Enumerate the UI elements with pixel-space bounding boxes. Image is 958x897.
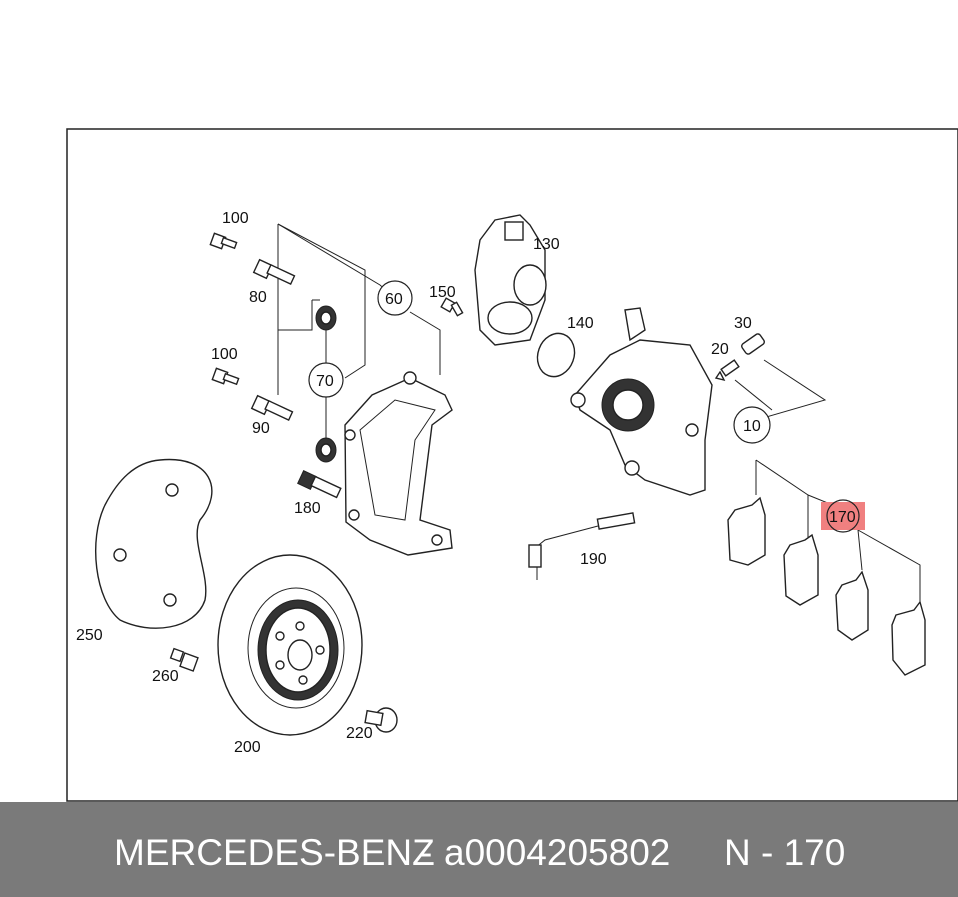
caliper-housing	[570, 307, 713, 496]
label-130: 130	[533, 236, 560, 253]
label-250: 250	[76, 627, 103, 644]
bushing-70-top	[315, 305, 337, 331]
label-190: 190	[580, 551, 607, 568]
bolt-90	[250, 394, 294, 421]
label-60: 60	[385, 291, 403, 308]
callout-circle-170	[826, 499, 860, 533]
bolt-150	[440, 297, 464, 317]
dust-cap	[741, 333, 765, 355]
caption-separator: -	[420, 832, 433, 873]
label-260: 260	[152, 668, 179, 685]
brake-pads	[727, 496, 926, 676]
bolt-100-mid	[211, 367, 240, 386]
label-10: 10	[743, 418, 761, 435]
wear-sensor	[528, 512, 636, 580]
callout-circle-10	[733, 406, 771, 444]
dust-shield	[95, 458, 213, 629]
bushing-70-bottom	[315, 437, 337, 463]
screw-220	[364, 707, 398, 733]
label-70: 70	[316, 373, 334, 390]
label-30: 30	[734, 315, 752, 332]
bolt-100-top	[209, 232, 238, 250]
diagram-frame	[66, 128, 958, 802]
caliper-carrier	[344, 371, 453, 556]
label-100-top: 100	[222, 210, 249, 227]
callout-circle-70	[308, 362, 344, 398]
label-200: 200	[234, 739, 261, 756]
label-180: 180	[294, 500, 321, 517]
caption-bar: MERCEDES-BENZ - a0004205802 N - 170	[0, 802, 958, 897]
brake-disc	[217, 554, 363, 736]
o-ring	[536, 332, 576, 378]
bleeder-screw	[714, 359, 740, 382]
label-20: 20	[711, 341, 729, 358]
bolt-80	[252, 258, 296, 285]
position-number: N - 170	[724, 832, 846, 873]
label-90: 90	[252, 420, 270, 437]
parking-brake-motor	[474, 214, 547, 346]
label-220: 220	[346, 725, 373, 742]
bolt-260	[169, 647, 199, 672]
part-number: a0004205802	[444, 832, 671, 873]
label-150: 150	[429, 284, 456, 301]
label-170: 170	[829, 509, 856, 526]
label-80: 80	[249, 289, 267, 306]
label-100-mid: 100	[211, 346, 238, 363]
brand-name: MERCEDES-BENZ	[114, 832, 435, 873]
callout-circle-60	[377, 280, 413, 316]
label-140: 140	[567, 315, 594, 332]
highlight-170	[821, 502, 865, 530]
bolt-180	[297, 470, 342, 499]
